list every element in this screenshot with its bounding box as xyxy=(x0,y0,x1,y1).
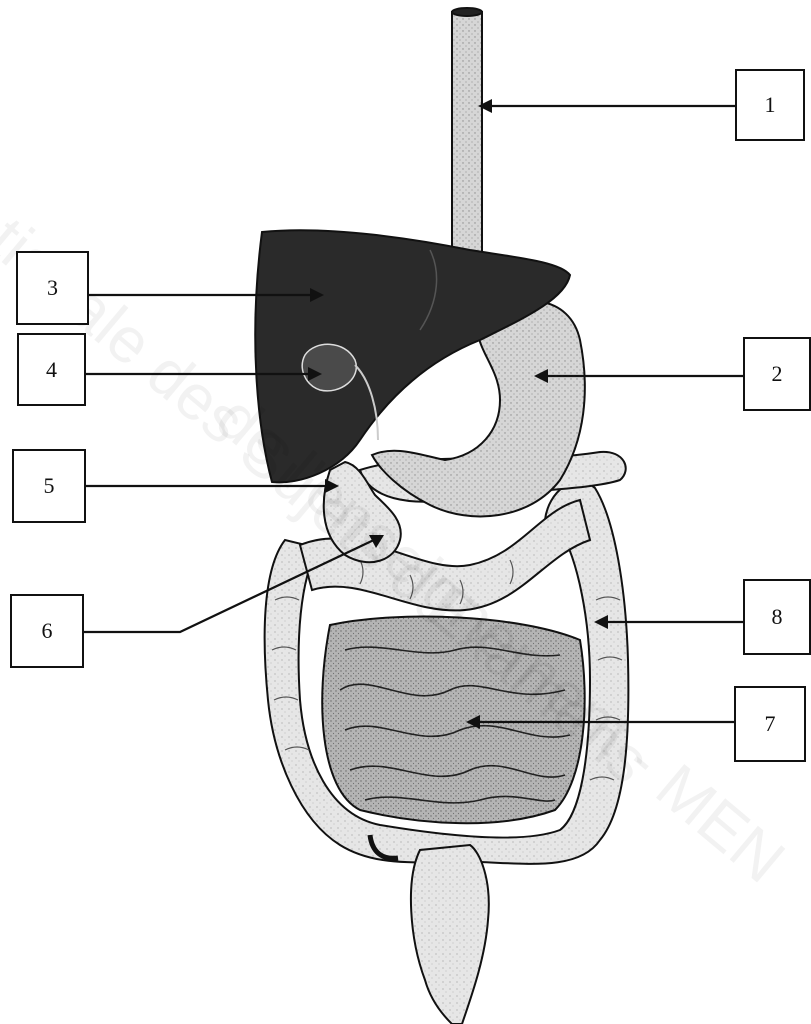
label-box-5: 5 xyxy=(12,449,86,523)
esophagus xyxy=(452,8,482,260)
small-intestine xyxy=(322,617,584,824)
label-box-1: 1 xyxy=(735,69,805,141)
rectum xyxy=(411,845,489,1024)
label-box-8: 8 xyxy=(743,579,811,655)
label-box-6: 6 xyxy=(10,594,84,668)
label-box-7: 7 xyxy=(734,686,806,762)
label-box-3: 3 xyxy=(16,251,89,325)
label-box-2: 2 xyxy=(743,337,811,411)
label-box-4: 4 xyxy=(17,333,86,406)
